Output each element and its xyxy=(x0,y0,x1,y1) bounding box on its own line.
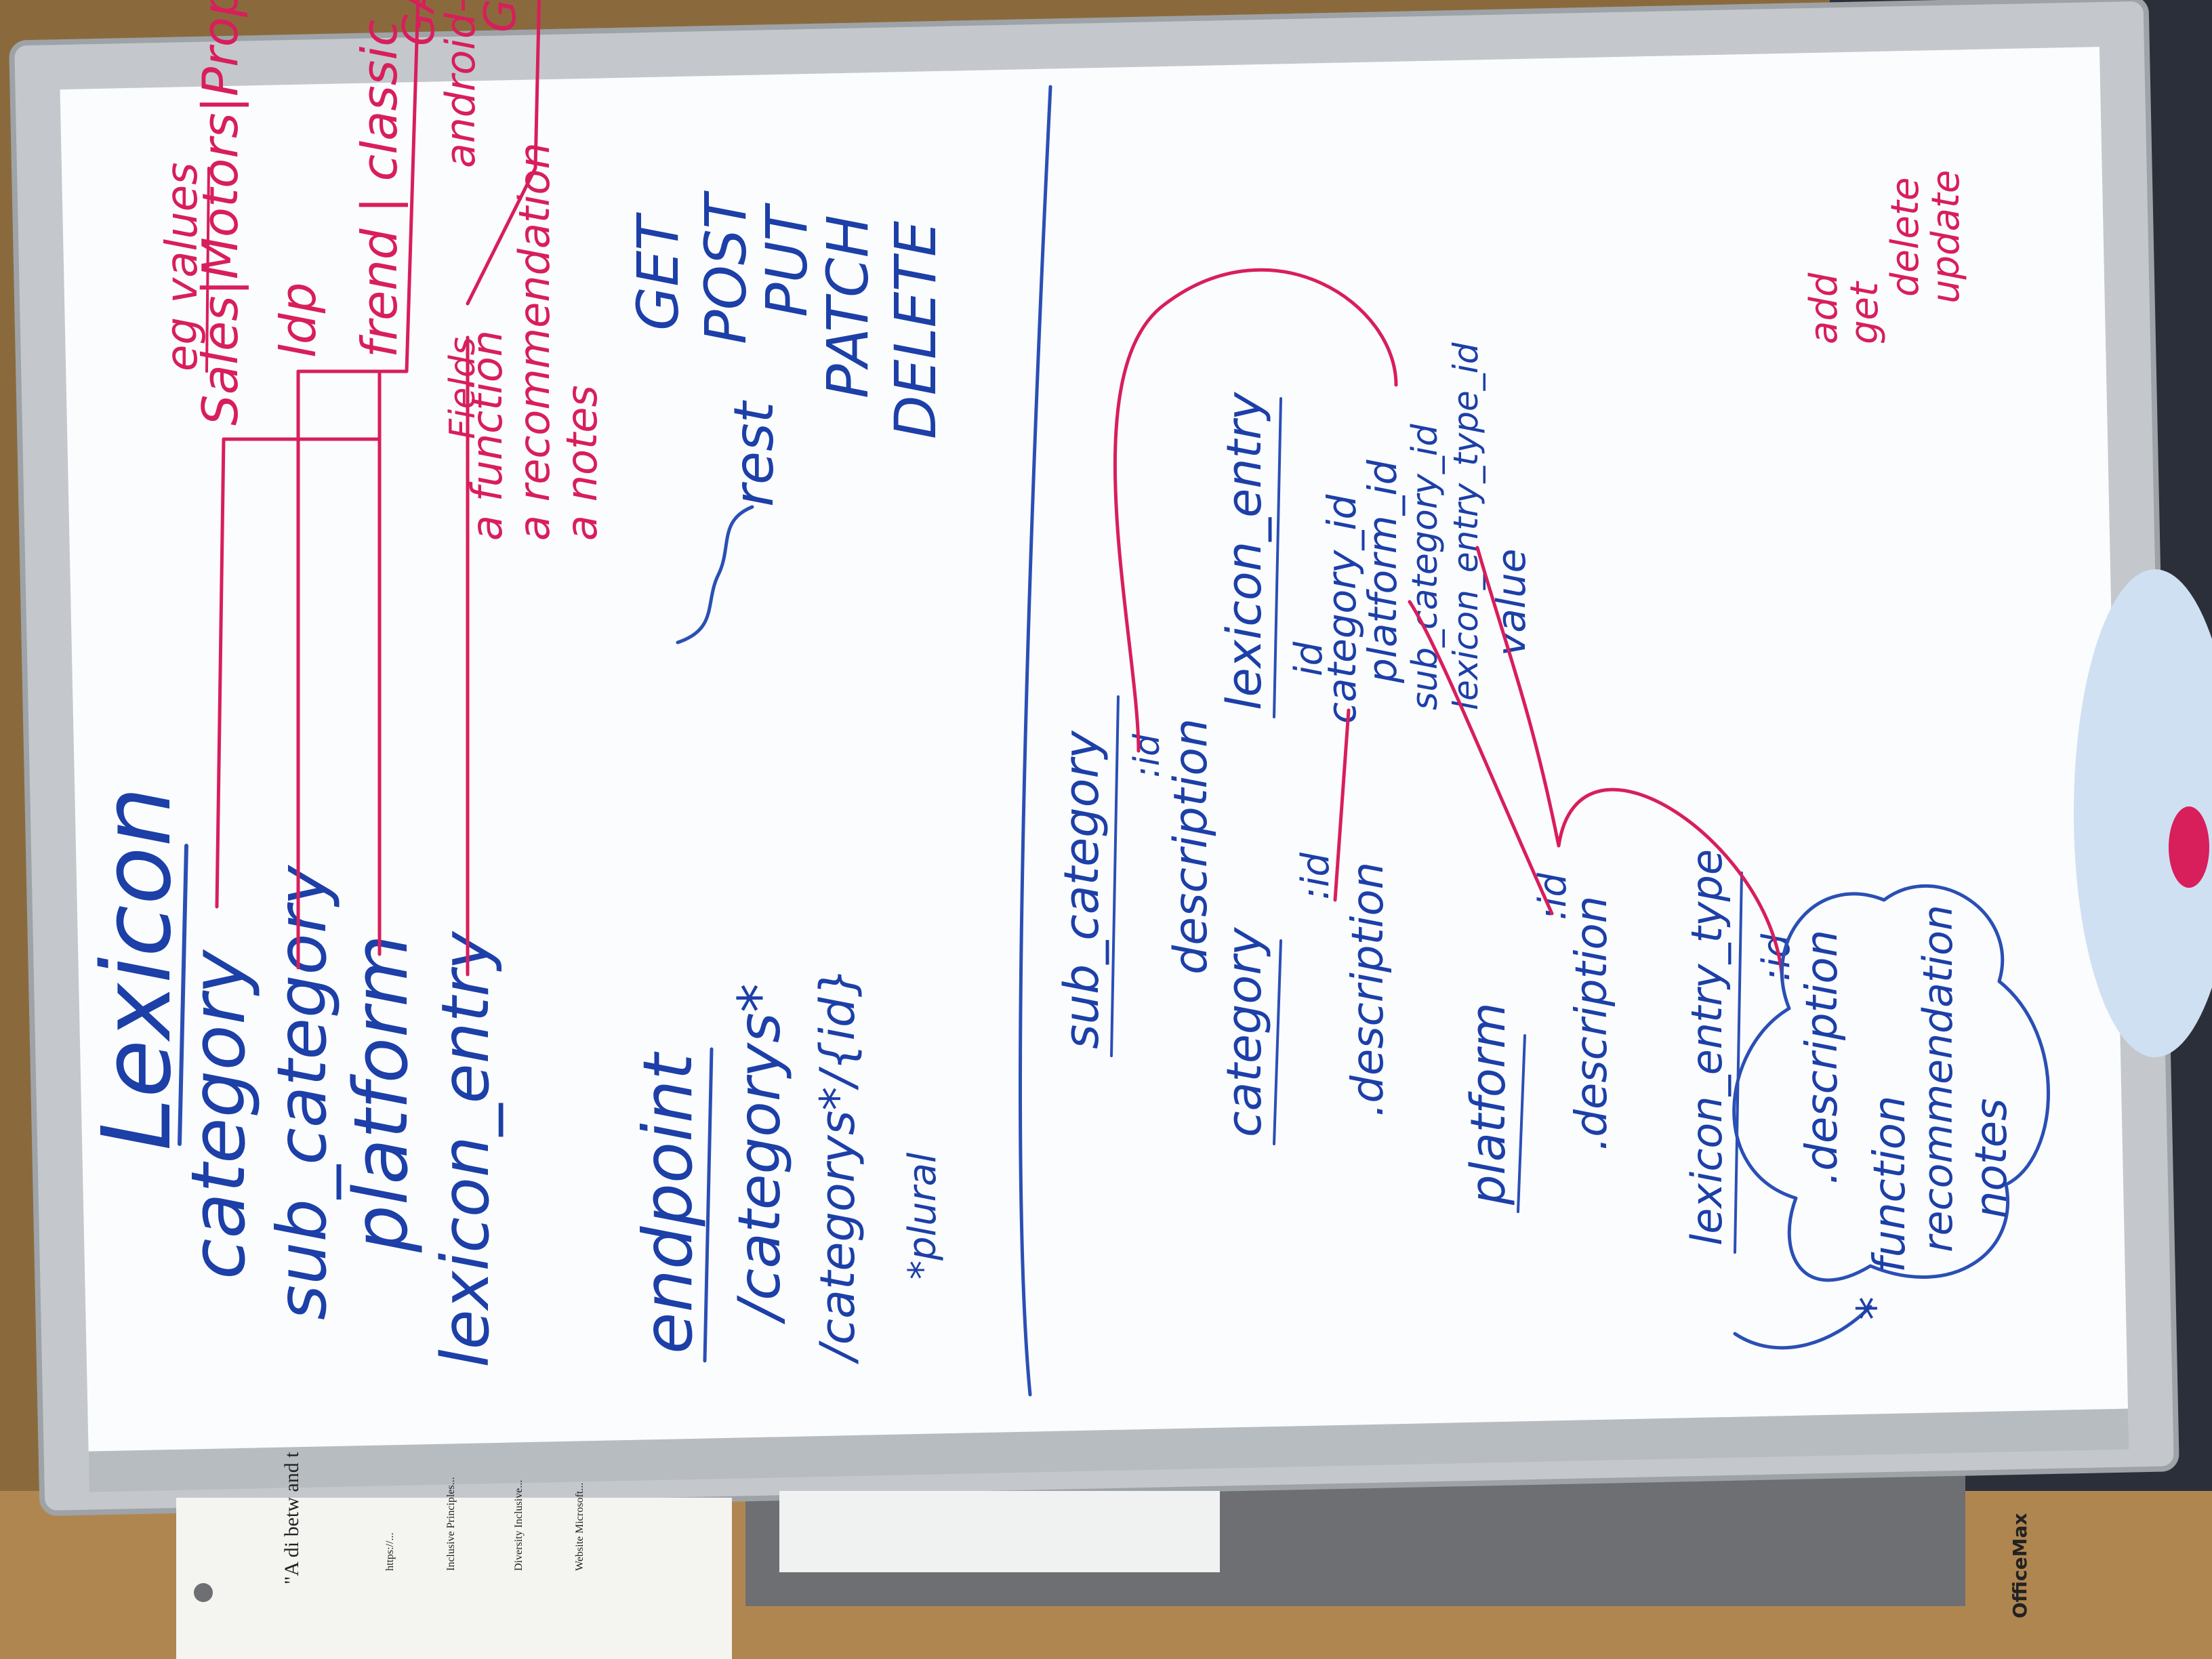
lexicon-title: Lexicon xyxy=(82,787,192,1151)
relation-sub-category-to-entry xyxy=(1113,268,1398,753)
fields-label: Fields xyxy=(443,337,483,439)
endpoint-heading: endpoint xyxy=(628,1051,708,1354)
table-lexicon-entry-type-name: lexicon_entry_type xyxy=(1682,849,1732,1246)
table-lexicon-entry-field-value: value xyxy=(1488,549,1534,656)
crud-get: get xyxy=(1843,281,1887,344)
entity-sub-category: sub_category xyxy=(262,864,342,1320)
relation-platform-to-entry xyxy=(1408,600,1554,916)
table-category-underline xyxy=(1273,939,1282,1145)
cloud-item-notes: notes xyxy=(1967,1098,2017,1218)
table-lexicon-entry-type-underline xyxy=(1734,872,1743,1254)
table-lexicon-entry-name: lexicon_entry xyxy=(1216,391,1272,710)
pink-cloth xyxy=(2169,806,2209,888)
board-surface xyxy=(60,47,2129,1465)
table-sub-category-field-id: :id xyxy=(1127,733,1168,778)
eg-platform-values: frend | classic | iOS-YAP xyxy=(351,0,409,358)
rest-post: POST xyxy=(693,190,759,344)
field-function: a function xyxy=(462,330,512,541)
board-brand: OfficeMax xyxy=(2009,1513,2031,1618)
table-lexicon-entry-field-id: id xyxy=(1287,641,1331,676)
endpoint-plural-note: *plural xyxy=(901,1152,945,1279)
crud-add: add xyxy=(1802,272,1846,344)
table-category-field-id: :id xyxy=(1294,853,1338,900)
rest-delete: DELETE xyxy=(882,221,949,439)
cloud-item-recommendation: recommendation xyxy=(1914,905,1962,1252)
endpoint-route-collection: /categorys* xyxy=(726,983,794,1325)
table-lexicon-entry-field-sub-category-id: sub_category_id xyxy=(1405,424,1446,710)
table-sub-category-underline xyxy=(1110,695,1120,1057)
endpoint-underline xyxy=(703,1047,714,1363)
eg-platform-gap: GAP xyxy=(394,0,445,46)
cloud-item-function: function xyxy=(1865,1096,1915,1273)
board-tray xyxy=(88,1408,2129,1492)
rest-patch: PATCH xyxy=(815,215,881,398)
bracket-line xyxy=(222,0,422,441)
field-recommendation: a recommendation xyxy=(510,142,559,541)
cloud-tail xyxy=(1733,1305,1872,1350)
eg-android-gap: GAP xyxy=(476,0,526,33)
connector-category xyxy=(215,437,226,909)
table-lexicon-entry-type-field-description: .description xyxy=(1797,930,1847,1185)
eg-category-values: Sales|Motors|Property xyxy=(192,0,249,426)
table-sub-category-name: sub_category xyxy=(1054,730,1109,1049)
paper-line-2: Inclusive Principles... xyxy=(445,1477,457,1571)
table-platform-name: platform xyxy=(1460,1002,1516,1206)
eg-underline xyxy=(205,167,210,373)
rest-brace xyxy=(676,505,754,644)
cloud-star: * xyxy=(1847,1296,1902,1320)
table-category-field-description: .description xyxy=(1343,862,1393,1117)
relation-entry-type-to-entry xyxy=(1475,546,1784,983)
title-underline xyxy=(178,844,188,1146)
table-platform-field-description: .description xyxy=(1567,896,1617,1151)
second-paper xyxy=(779,1491,1220,1572)
paper-line-4: Website Microsoft... xyxy=(574,1483,586,1571)
table-platform-underline xyxy=(1517,1034,1526,1213)
paper-line-3: Diversity Inclusive... xyxy=(513,1480,525,1571)
crud-delete: delete xyxy=(1883,178,1927,297)
blue-cloth xyxy=(2074,569,2212,1057)
eg-sub-category-values: ldp xyxy=(270,283,327,358)
table-lexicon-entry-field-platform-id: platform_id xyxy=(1359,459,1406,684)
entity-platform: platform xyxy=(337,935,424,1253)
table-lexicon-entry-field-entry-type-id: lexicon_entry_type_id xyxy=(1446,342,1486,710)
field-notes: a notes xyxy=(557,385,607,541)
paper-line-1: https://... xyxy=(384,1533,396,1571)
entity-lexicon-entry: lexicon_entry xyxy=(428,930,504,1368)
relation-category-to-entry xyxy=(1333,708,1351,902)
rest-put: PUT xyxy=(754,203,820,317)
crud-update: update xyxy=(1924,170,1968,304)
rest-label: rest xyxy=(722,400,785,507)
rest-get: GET xyxy=(625,212,691,331)
endpoint-route-item: /categorys*/{id} xyxy=(810,967,865,1365)
paper-sheet xyxy=(176,1498,732,1659)
paper-quote: "A di betw and t xyxy=(281,1452,303,1584)
paper-punch-hole xyxy=(194,1583,213,1602)
notes-cloud xyxy=(1732,884,2050,1282)
table-lexicon-entry-underline xyxy=(1273,397,1282,718)
entity-category: category xyxy=(175,949,262,1279)
table-sub-category-field-description: description xyxy=(1164,718,1218,975)
red-cap-line xyxy=(466,0,544,306)
section-divider xyxy=(1019,85,1052,1397)
table-category-name: category xyxy=(1216,926,1272,1137)
table-lexicon-entry-field-category-id: category_id xyxy=(1319,494,1365,724)
eg-android-values: android-YAP xyxy=(437,0,485,168)
eg-heading: eg values xyxy=(157,163,207,372)
